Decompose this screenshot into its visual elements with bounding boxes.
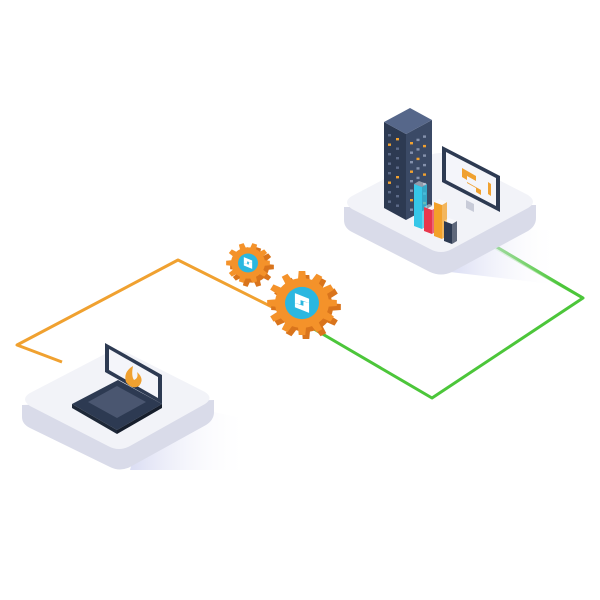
- sync-logo-icon: [294, 293, 310, 313]
- gear-hub: [285, 286, 319, 320]
- tower-light: [410, 151, 413, 154]
- tower-light: [416, 167, 420, 170]
- tower-light: [388, 143, 391, 146]
- monitor-indicator: [488, 182, 491, 196]
- tower-light: [396, 176, 399, 179]
- tower-left-face: [384, 122, 406, 220]
- tower-light: [416, 138, 420, 142]
- monitor-stand: [466, 200, 474, 212]
- sync-logo-icon: [243, 257, 253, 269]
- tower-light: [388, 191, 391, 194]
- tower-light: [410, 180, 413, 183]
- tower-light: [416, 157, 420, 161]
- laptop-screen: [109, 349, 158, 398]
- tower-light: [388, 172, 391, 175]
- tower-top-face: [384, 108, 432, 134]
- tower-light: [423, 173, 426, 176]
- tower-light: [388, 200, 391, 203]
- laptop-icon: [72, 343, 162, 434]
- tower-light: [410, 199, 413, 202]
- tower-light: [396, 138, 399, 141]
- chart-bar: [444, 218, 457, 244]
- monitor-icon: [442, 146, 500, 212]
- tower-light: [410, 208, 413, 211]
- tower-light: [423, 163, 426, 167]
- gear-hub: [238, 253, 258, 273]
- monitor-screen: [446, 152, 496, 206]
- gear-small: [226, 243, 274, 287]
- tower-light: [396, 147, 399, 150]
- tower-light: [396, 166, 399, 169]
- laptop-base-edge: [72, 404, 117, 434]
- tower-light: [388, 162, 391, 165]
- laptop-keyboard: [88, 386, 146, 418]
- sync-logo-icon: [462, 168, 481, 195]
- tower-light: [396, 157, 399, 160]
- tower-light: [410, 170, 413, 173]
- tower-light: [410, 142, 413, 145]
- tower-light: [388, 134, 391, 137]
- tower-light: [423, 154, 426, 157]
- tower-light: [423, 144, 426, 148]
- tower-light: [396, 185, 399, 188]
- tower-light: [396, 204, 399, 207]
- gear-large: [267, 270, 341, 340]
- tower-light: [388, 181, 391, 184]
- laptop-base-edge-right: [117, 404, 162, 434]
- orange-connector: [15, 258, 303, 364]
- chart-bar: [434, 199, 447, 239]
- tower-light: [410, 161, 413, 164]
- tower-light: [410, 189, 413, 192]
- tower-light: [388, 153, 391, 156]
- tower-light: [416, 148, 420, 151]
- tower-light: [423, 182, 426, 186]
- bar-chart-icon: [414, 181, 457, 244]
- tower-light: [423, 135, 426, 138]
- tower-light: [396, 195, 399, 198]
- fire-logo-icon: [125, 366, 142, 388]
- tower-light: [416, 176, 420, 180]
